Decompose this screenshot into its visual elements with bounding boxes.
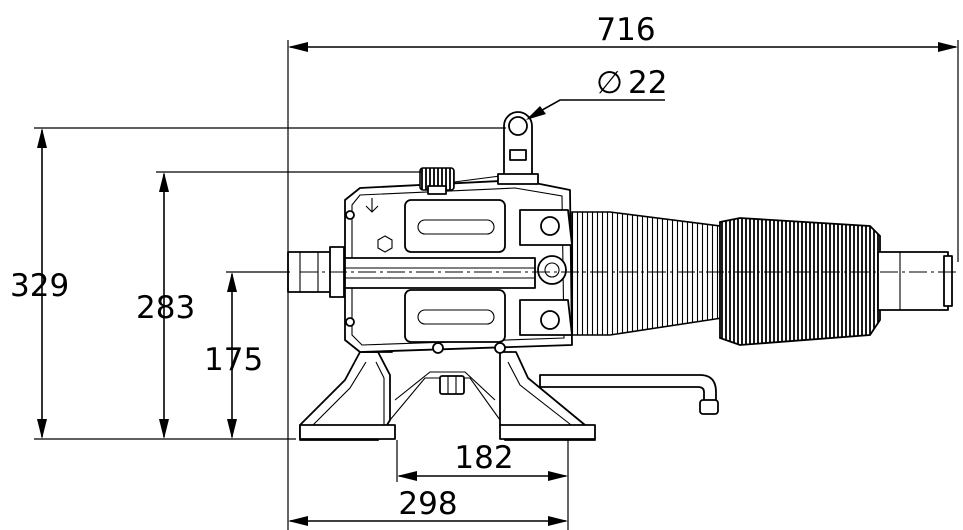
output-shaft — [877, 251, 953, 311]
eye-diameter-label: 22 — [628, 65, 667, 101]
cooling-hose — [539, 374, 719, 415]
machine-side-view — [287, 111, 958, 441]
base-width-label: 298 — [398, 486, 457, 522]
lifting-eye — [497, 111, 539, 185]
stand-span-label: 182 — [454, 440, 513, 476]
overall-length-label: 716 — [596, 12, 655, 48]
adjust-knob — [419, 167, 501, 195]
dimension-lines — [34, 40, 959, 530]
dimension-labels: 716 ∅ 22 329 283 175 182 298 — [10, 12, 667, 522]
corrugated-tube — [571, 211, 723, 336]
gear-housing — [344, 179, 573, 354]
body-height-label: 283 — [136, 290, 195, 326]
corrugated-boot — [719, 217, 881, 346]
axis-height-label: 175 — [204, 342, 263, 378]
diameter-symbol: ∅ — [596, 65, 623, 101]
drain-plug — [439, 375, 465, 395]
total-height-label: 329 — [10, 268, 69, 304]
